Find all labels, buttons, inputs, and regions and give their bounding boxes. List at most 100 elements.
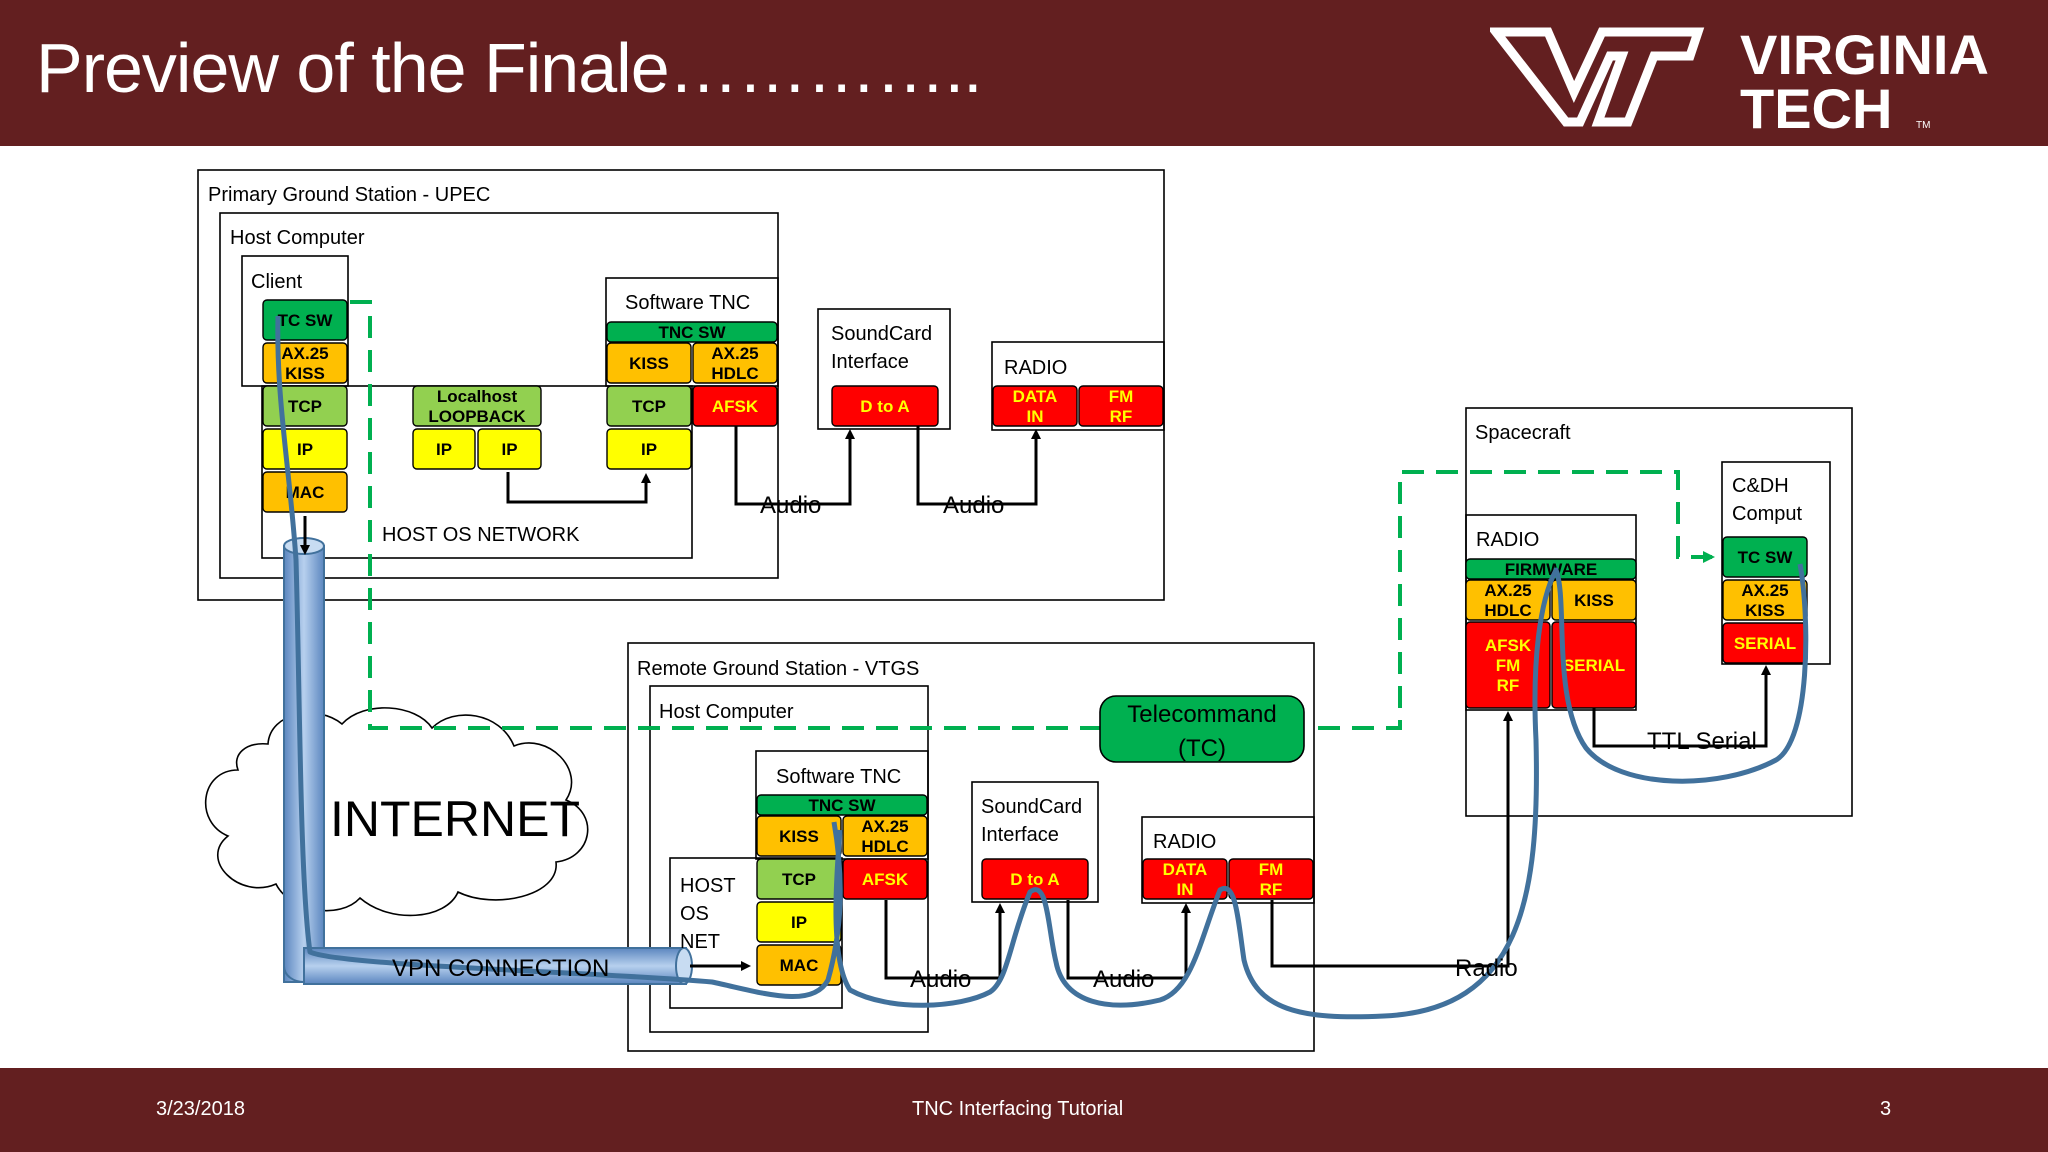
primary-host-box bbox=[219, 212, 779, 579]
tnc-afsk-label: AFSK bbox=[712, 397, 759, 416]
tnc-tcp-label: TCP bbox=[632, 397, 666, 416]
remote-d-to-a-box bbox=[981, 858, 1089, 900]
cdh-serial-label: SERIAL bbox=[1734, 634, 1796, 653]
logo-line2: TECH bbox=[1740, 77, 1892, 134]
tnc-sw-label: TNC SW bbox=[658, 323, 726, 342]
remote-data-in-box bbox=[1142, 858, 1228, 900]
cdh-ax25-kiss-box bbox=[1722, 579, 1808, 621]
tnc-ax25-hdlc-box bbox=[692, 342, 778, 384]
signal-path bbox=[275, 315, 1809, 1020]
client-tc-sw-box bbox=[262, 299, 348, 341]
remote-tcp-label: TCP bbox=[782, 870, 816, 889]
radio-label: RADIO bbox=[1004, 357, 1067, 379]
tnc-tcp-box bbox=[606, 385, 692, 427]
remote-radio-box bbox=[1141, 816, 1315, 904]
footer-page: 3 bbox=[1880, 1098, 1892, 1120]
spacecraft-title: Spacecraft bbox=[1475, 422, 1571, 444]
tnc-ip-label: IP bbox=[641, 440, 657, 459]
logo-tm: TM bbox=[1916, 120, 1930, 131]
primary-station-title: Primary Ground Station - UPEC bbox=[208, 184, 490, 206]
sc-kiss-box bbox=[1551, 579, 1637, 621]
host-os-net-box bbox=[669, 857, 843, 1009]
virginia-tech-logo: VIRGINIA TECH TM bbox=[1490, 23, 1989, 134]
remote-afsk-box bbox=[842, 858, 928, 900]
client-tcp-label: TCP bbox=[288, 397, 322, 416]
remote-soundcard-box bbox=[971, 781, 1099, 903]
tnc-ip-box bbox=[606, 428, 692, 470]
vpn-label: VPN CONNECTION bbox=[392, 955, 609, 982]
remote-tnc-label: Software TNC bbox=[776, 766, 901, 788]
sc-ax25-hdlc-box bbox=[1465, 579, 1551, 621]
remote-radio-label: RADIO bbox=[1153, 831, 1216, 853]
tnc-sw-box bbox=[606, 321, 778, 343]
software-tnc-label: Software TNC bbox=[625, 292, 750, 314]
slide-title: Preview of the Finale………….. bbox=[36, 29, 983, 107]
telecommand-box bbox=[1099, 695, 1305, 763]
remote-afsk-label: AFSK bbox=[862, 870, 909, 889]
sc-serial-box bbox=[1551, 621, 1637, 709]
loopback-ip-2-label: IP bbox=[501, 440, 517, 459]
logo-line1: VIRGINIA bbox=[1740, 23, 1989, 86]
remote-ax25-hdlc-box bbox=[842, 815, 928, 857]
client-mac-box bbox=[262, 471, 348, 513]
client-mac-label: MAC bbox=[286, 483, 325, 502]
audio-label-2: Audio bbox=[943, 492, 1004, 519]
radio-fm-rf-box bbox=[1078, 385, 1164, 427]
telecommand-label: Telecommand(TC) bbox=[1127, 701, 1276, 762]
remote-fm-rf-box bbox=[1228, 858, 1314, 900]
loopback-ip-1-box bbox=[412, 428, 476, 470]
audio-label-3: Audio bbox=[910, 966, 971, 993]
tnc-afsk-box bbox=[692, 385, 778, 427]
primary-host-label: Host Computer bbox=[230, 227, 365, 249]
tnc-kiss-box bbox=[606, 342, 692, 384]
remote-tnc-sw-label: TNC SW bbox=[808, 796, 876, 815]
remote-ip-label: IP bbox=[791, 913, 807, 932]
radio-data-in-box bbox=[992, 385, 1078, 427]
software-tnc-box bbox=[605, 277, 779, 387]
host-os-network-label: HOST OS NETWORK bbox=[382, 524, 580, 546]
loopback-ip-2-box bbox=[477, 428, 542, 470]
d-to-a-box bbox=[831, 385, 939, 427]
tnc-kiss-label: KISS bbox=[629, 354, 669, 373]
slide-footer bbox=[0, 1068, 2048, 1152]
cdh-box bbox=[1721, 461, 1831, 665]
remote-station-title: Remote Ground Station - VTGS bbox=[637, 658, 919, 680]
d-to-a-label: D to A bbox=[860, 397, 909, 416]
client-ax25-kiss-box bbox=[262, 342, 348, 384]
remote-mac-label: MAC bbox=[780, 956, 819, 975]
footer-date: 3/23/2018 bbox=[156, 1098, 245, 1120]
remote-tnc-sw-box bbox=[756, 794, 928, 816]
localhost-loopback-box bbox=[412, 385, 542, 427]
cdh-tc-sw-label: TC SW bbox=[1738, 548, 1794, 567]
client-label: Client bbox=[251, 271, 303, 293]
sc-kiss-label: KISS bbox=[1574, 591, 1614, 610]
remote-kiss-label: KISS bbox=[779, 827, 819, 846]
client-ip-label: IP bbox=[297, 440, 313, 459]
firmware-label: FIRMWARE bbox=[1505, 560, 1598, 579]
remote-host-label: Host Computer bbox=[659, 701, 794, 723]
sc-serial-label: SERIAL bbox=[1563, 656, 1625, 675]
spacecraft-radio-label: RADIO bbox=[1476, 529, 1539, 551]
audio-label-1: Audio bbox=[760, 492, 821, 519]
footer-title: TNC Interfacing Tutorial bbox=[912, 1098, 1124, 1120]
ttl-serial-label: TTL Serial bbox=[1647, 728, 1757, 755]
client-tc-sw-label: TC SW bbox=[278, 311, 334, 330]
cdh-tc-sw-box bbox=[1722, 536, 1808, 578]
radio-link-label: Radio bbox=[1455, 955, 1518, 982]
soundcard-box bbox=[817, 308, 951, 430]
slide-header bbox=[0, 0, 2048, 146]
sc-afsk-fm-rf-box bbox=[1465, 621, 1551, 709]
